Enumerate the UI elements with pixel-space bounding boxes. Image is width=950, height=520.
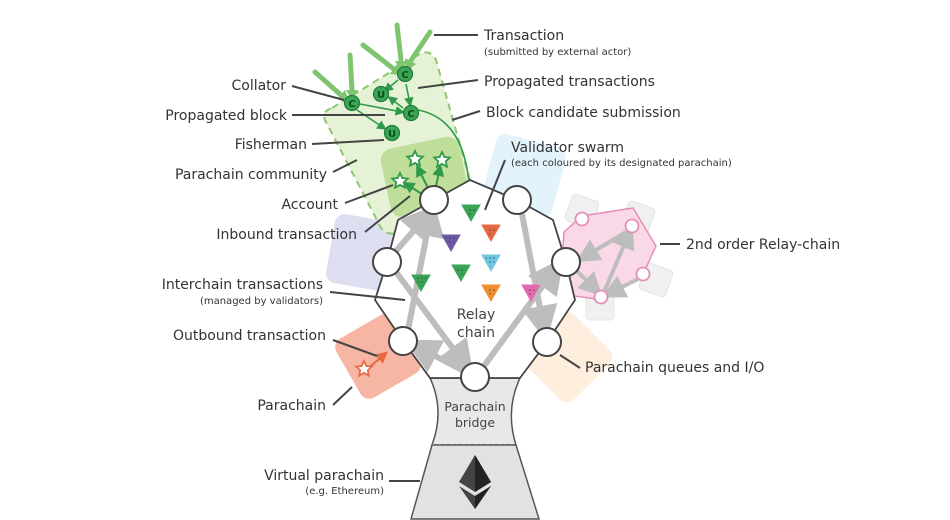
label-virtual-parachain-sub: (e.g. Ethereum)	[305, 486, 384, 497]
relay-node	[419, 185, 449, 215]
transaction-arrows	[312, 22, 433, 99]
validator-triangle-pattern	[485, 227, 497, 237]
virtual-parachain	[410, 444, 541, 520]
account-arrows	[402, 164, 445, 195]
fisherman-node-1: U	[372, 85, 390, 103]
collator-node-3: C	[402, 104, 420, 122]
relay-node	[460, 362, 490, 392]
account-stars	[390, 148, 452, 190]
label-parachain: Parachain	[257, 398, 326, 414]
interchain-transaction-arrows	[392, 200, 564, 377]
svg-text:U: U	[388, 129, 396, 140]
validator-triangle-pattern	[525, 287, 537, 297]
validator-triangle-pattern	[485, 257, 497, 267]
label-block-candidate-submission: Block candidate submission	[486, 105, 681, 121]
relay-chain-label-line2: chain	[457, 325, 495, 341]
validator-triangle-pattern	[415, 277, 427, 287]
label-inbound-transaction: Inbound transaction	[216, 227, 357, 243]
label-propagated-transactions: Propagated transactions	[484, 74, 655, 90]
label-virtual-parachain: Virtual parachain	[264, 468, 384, 484]
validator-triangle-pattern	[445, 237, 457, 247]
label-interchain-transactions: Interchain transactions	[162, 277, 323, 293]
label-validator-swarm: Validator swarm	[511, 140, 624, 156]
label-transaction: Transaction	[483, 28, 564, 44]
label-collator: Collator	[231, 78, 286, 94]
fisherman-node-2: U	[383, 124, 401, 142]
parachain-bridge-label-line1: Parachain	[444, 399, 505, 414]
label-parachain-community: Parachain community	[175, 167, 327, 183]
star-icon	[405, 148, 425, 168]
relay-node	[372, 247, 402, 277]
collator-node-1: C	[396, 65, 414, 83]
relay-node	[502, 185, 532, 215]
svg-text:C: C	[407, 109, 414, 120]
label-outbound-transaction: Outbound transaction	[173, 328, 326, 344]
star-icon	[432, 149, 452, 169]
relay-node	[551, 247, 581, 277]
relay-node	[532, 327, 562, 357]
label-account: Account	[281, 197, 338, 213]
leader-lines	[291, 34, 680, 482]
star-icon	[390, 170, 410, 190]
label-parachain-queues-io: Parachain queues and I/O	[585, 360, 764, 376]
star-icon	[354, 358, 374, 378]
label-interchain-transactions-sub: (managed by validators)	[200, 296, 323, 307]
label-second-order-relay-chain: 2nd order Relay-chain	[686, 237, 840, 253]
validator-swarm	[411, 204, 541, 303]
collator-node-2: C	[343, 94, 361, 112]
label-fisherman: Fisherman	[235, 137, 307, 153]
relay-node	[388, 326, 418, 356]
ethereum-logo-icon	[459, 455, 491, 509]
parachain-bridge-label-line2: bridge	[455, 415, 495, 430]
label-validator-swarm-sub: (each coloured by its designated paracha…	[511, 158, 732, 169]
validator-triangle-pattern	[485, 287, 497, 297]
validator-triangle-pattern	[455, 267, 467, 277]
svg-text:U: U	[377, 90, 385, 101]
svg-text:C: C	[401, 70, 408, 81]
second-order-relay-chain	[561, 193, 674, 321]
outbound-transaction	[354, 351, 389, 378]
svg-text:C: C	[348, 99, 355, 110]
label-propagated-block: Propagated block	[165, 108, 288, 124]
relay-nodes	[372, 185, 581, 392]
validator-triangle-pattern	[465, 207, 477, 217]
label-transaction-sub: (submitted by external actor)	[484, 47, 631, 58]
relay-chain-label-line1: Relay	[457, 307, 495, 323]
